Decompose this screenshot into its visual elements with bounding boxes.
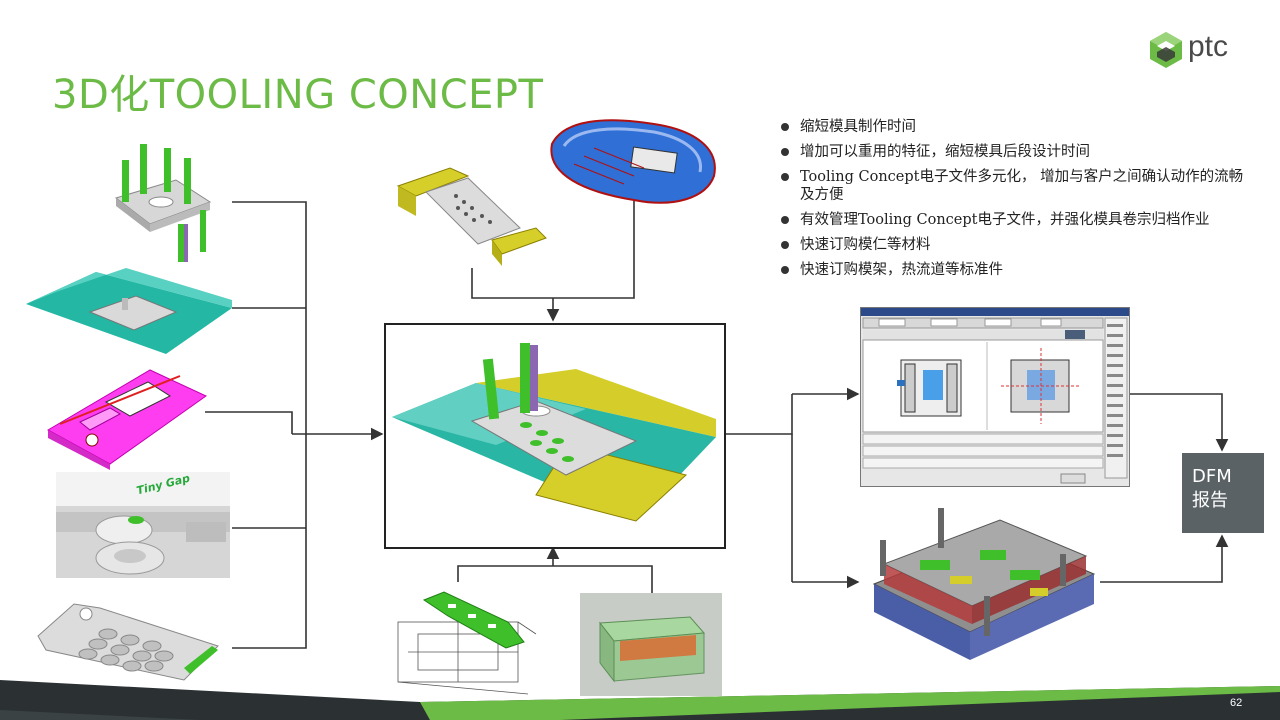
- bullet-item: 缩短模具制作时间: [780, 118, 1250, 136]
- tiny-gap-detail-icon: Tiny Gap: [56, 472, 230, 578]
- drawing-icon: [388, 582, 540, 698]
- tooling-concept-assembly-box: [384, 323, 726, 549]
- benefits-list: 缩短模具制作时间 增加可以重用的特征，缩短模具后段设计时间 Tooling Co…: [780, 118, 1250, 286]
- mold-base-software-screenshot-icon: [860, 307, 1130, 487]
- bullet-item: 增加可以重用的特征，缩短模具后段设计时间: [780, 143, 1250, 161]
- slider-part-icon: [396, 162, 548, 268]
- tooling-concept-assembly-icon: [392, 343, 716, 522]
- parting-surface-icon: [26, 268, 232, 356]
- mold-part-with-pins-icon: [106, 140, 214, 264]
- ptc-logo: ptc: [1148, 30, 1248, 70]
- blue-housing-icon: [544, 114, 720, 208]
- slide-title: 3D化TOOLING CONCEPT: [52, 72, 544, 118]
- bullet-item: 快速订购模架，热流道等标准件: [780, 261, 1250, 279]
- bullet-item: Tooling Concept电子文件多元化， 增加与客户之间确认动作的流畅及方…: [780, 168, 1250, 204]
- ptc-logo-text: ptc: [1188, 30, 1229, 63]
- mold-assembly-icon: [860, 500, 1100, 664]
- dfm-label-line2: 报告: [1192, 490, 1228, 511]
- footer-band: [0, 680, 1280, 720]
- dfm-report-box: DFM 报告: [1182, 453, 1264, 533]
- keypad-part-icon: [34, 598, 220, 688]
- ptc-logo-icon: [1150, 32, 1182, 68]
- transparent-block-icon: [580, 593, 722, 696]
- page-number: 62: [1230, 697, 1243, 709]
- bullet-item: 有效管理Tooling Concept电子文件，并强化模具卷宗归档作业: [780, 211, 1250, 229]
- dfm-label-line1: DFM: [1192, 466, 1232, 487]
- bullet-item: 快速订购模仁等材料: [780, 236, 1250, 254]
- magenta-housing-icon: [40, 362, 210, 470]
